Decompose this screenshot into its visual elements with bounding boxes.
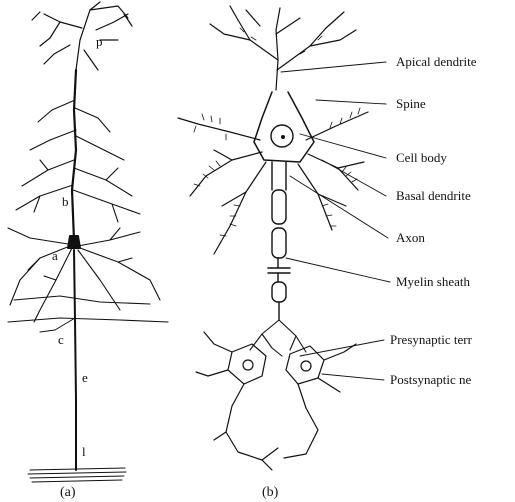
label-axon: Axon (396, 230, 425, 245)
letter-b: b (62, 194, 69, 209)
letter-e: e (82, 370, 88, 385)
letter-c: c (58, 332, 64, 347)
caption-a: (a) (60, 485, 76, 500)
apical-dendrite-tree (210, 6, 356, 90)
caption-b: (b) (262, 485, 279, 500)
label-myelin-sheath: Myelin sheath (396, 274, 471, 289)
white-matter-lines (28, 468, 126, 482)
panel-b-neuron (178, 6, 390, 470)
label-apical-dendrite: Apical dendrite (396, 54, 477, 69)
label-cell-body: Cell body (396, 150, 447, 165)
nucleolus (281, 135, 285, 139)
basal-dendrites-b (178, 112, 368, 254)
panel-a-neuron (8, 2, 168, 482)
postsynaptic-neurons (196, 332, 356, 470)
soma-b (254, 92, 314, 162)
axon-collateral (40, 318, 75, 332)
axon-a (74, 250, 76, 470)
apical-trunk (72, 70, 76, 240)
label-basal-dendrite: Basal dendrite (396, 188, 471, 203)
letter-a: a (52, 248, 58, 263)
label-spine: Spine (396, 96, 426, 111)
basal-dendrites-a (8, 228, 168, 322)
letter-p: p (96, 34, 103, 49)
oblique-branches (16, 100, 140, 222)
label-postsynaptic: Postsynaptic ne (390, 372, 471, 387)
letter-l: l (82, 444, 86, 459)
axon-b (268, 162, 290, 320)
label-presynaptic: Presynaptic terr (390, 332, 473, 347)
apical-tuft (32, 2, 132, 70)
